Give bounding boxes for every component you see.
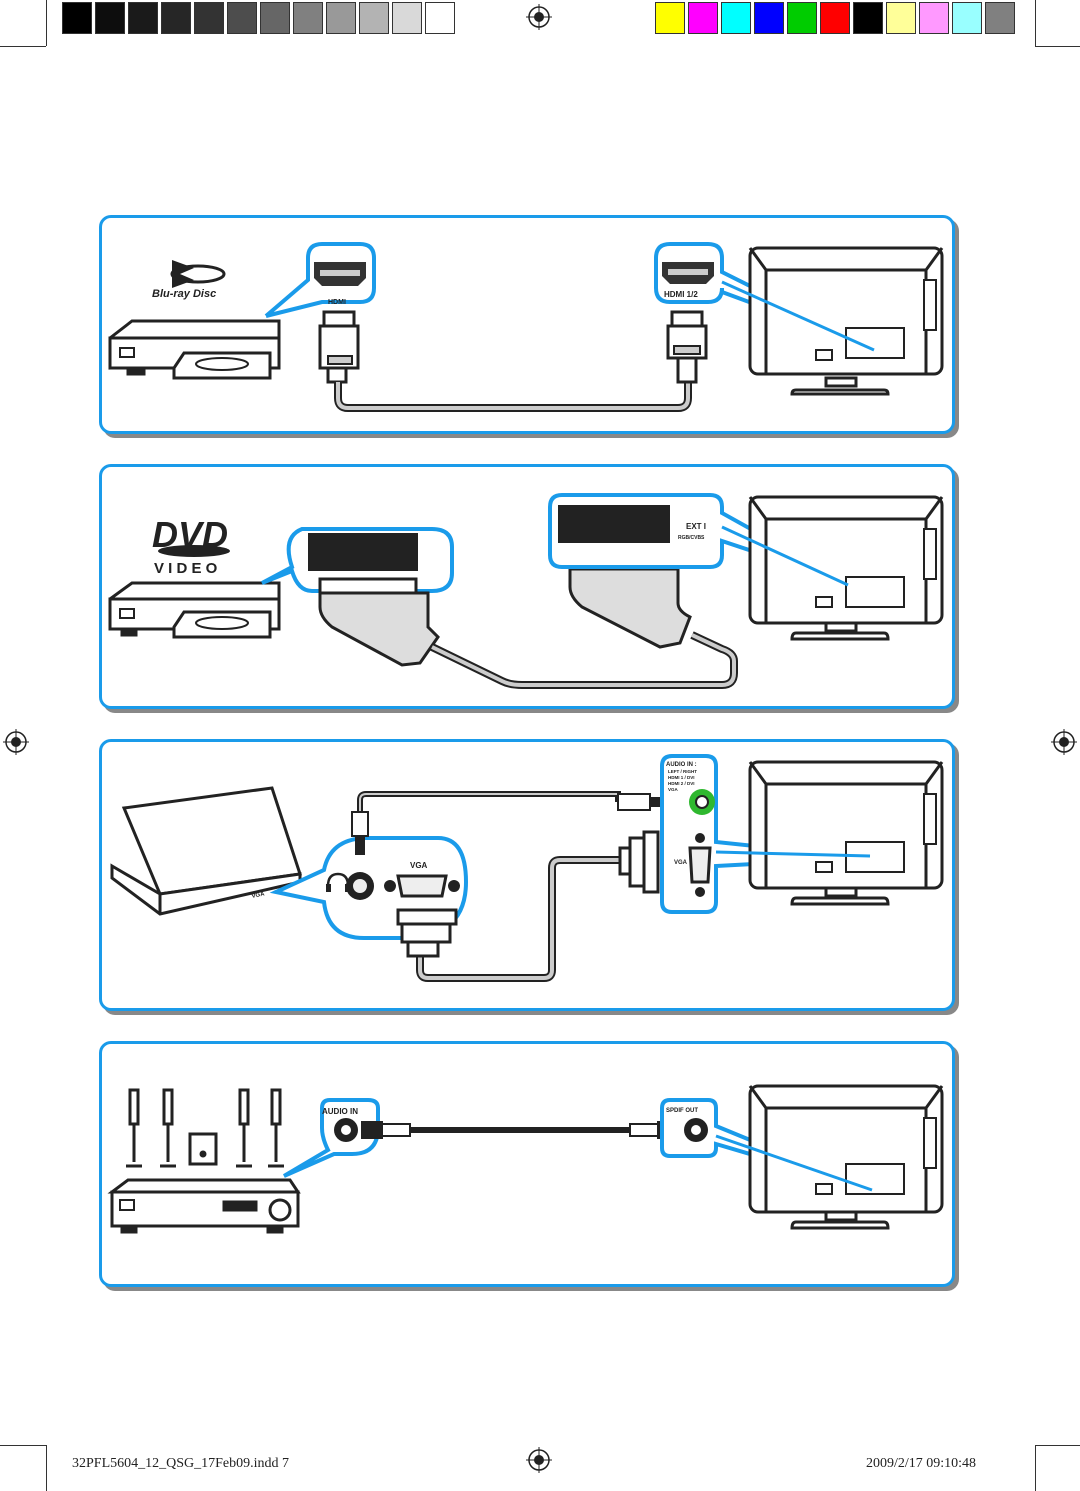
- tv-vga-port-icon: [688, 833, 712, 897]
- crop-mark: [1035, 46, 1080, 47]
- crop-mark: [1035, 0, 1036, 46]
- color-swatch: [95, 2, 125, 34]
- vga-plug-icon: [618, 830, 660, 894]
- scart-port-callout-icon: [261, 527, 454, 593]
- audio-in-sublabel: HDMI 1 / DVI: [668, 775, 695, 780]
- audio-in-callout-icon: [282, 1098, 380, 1178]
- pc-vga-panel: VGA VGA: [99, 739, 955, 1011]
- crop-mark: [1035, 1445, 1080, 1446]
- color-swatch: [886, 2, 916, 34]
- color-swatch: [293, 2, 323, 34]
- tv-rear-icon: [748, 1084, 944, 1230]
- tv-rear-icon: [748, 495, 944, 641]
- tv-hdmi-label: HDMI 1/2: [664, 290, 698, 299]
- tv-vga-label: VGA: [674, 860, 688, 866]
- color-swatch: [952, 2, 982, 34]
- tv-rear-icon: [748, 760, 944, 906]
- dvd-player-icon: [108, 581, 281, 639]
- vga-plug-icon: [396, 908, 458, 958]
- color-swatch: [62, 2, 92, 34]
- audio-plug-icon: [617, 793, 667, 811]
- crop-mark: [0, 46, 46, 47]
- bluray-hdmi-panel: Blu-ray Disc HDMI: [99, 215, 955, 434]
- bluray-player-icon: [108, 319, 281, 380]
- device-hdmi-label: HDMI: [328, 299, 346, 306]
- headphone-jack-icon: [346, 872, 374, 900]
- laptop-vga-label: VGA: [251, 891, 266, 900]
- color-swatch: [655, 2, 685, 34]
- speakers-icon: [126, 1088, 284, 1168]
- color-swatch: [392, 2, 422, 34]
- coax-plug-icon: [361, 1121, 411, 1139]
- color-swatch: [853, 2, 883, 34]
- audio-cable: [357, 791, 621, 838]
- crop-mark: [0, 1445, 46, 1446]
- audio-plug-icon: [351, 811, 369, 855]
- audio-in-jack-icon: [689, 789, 715, 815]
- color-swatch: [161, 2, 191, 34]
- laptop-icon: [110, 786, 302, 916]
- registration-mark-icon: [1051, 729, 1077, 755]
- color-swatch: [359, 2, 389, 34]
- color-swatch: [787, 2, 817, 34]
- audio-in-sublabel: VGA: [668, 787, 679, 792]
- audio-in-sublabel: LEFT / RIGHT: [668, 769, 697, 774]
- color-swatch: [985, 2, 1015, 34]
- footer-datetime: 2009/2/17 09:10:48: [866, 1456, 977, 1471]
- hdmi-cable: [334, 382, 692, 412]
- hdmi-port-callout-icon: [264, 242, 376, 318]
- tv-rear-icon: [748, 246, 944, 396]
- crop-mark: [1035, 1445, 1036, 1491]
- audio-in-label: AUDIO IN :: [666, 762, 697, 768]
- color-swatch: [194, 2, 224, 34]
- color-swatch: [128, 2, 158, 34]
- audio-in-sublabel: HDMI 2 / DVI: [668, 781, 695, 786]
- tv-scart-label: EXT I: [686, 522, 706, 531]
- crop-mark: [46, 0, 47, 46]
- dvd-logo-subtext: V I D E O: [154, 560, 218, 577]
- audio-in-label: AUDIO IN: [322, 1107, 358, 1116]
- color-swatch: [721, 2, 751, 34]
- av-receiver-icon: [107, 1178, 301, 1234]
- hdmi-plug-icon: [318, 310, 360, 384]
- footer-filename: 32PFL5604_12_QSG_17Feb09.indd 7: [72, 1456, 290, 1471]
- bluray-logo-icon: [170, 260, 226, 288]
- color-swatch: [425, 2, 455, 34]
- color-swatch: [326, 2, 356, 34]
- color-swatch: [688, 2, 718, 34]
- hometheater-spdif-panel: AUDIO IN SPDIF OUT: [99, 1041, 955, 1287]
- hdmi-plug-icon: [666, 310, 708, 384]
- vga-port-label: VGA: [410, 861, 428, 870]
- spdif-out-label: SPDIF OUT: [666, 1108, 698, 1114]
- registration-mark-icon: [526, 4, 552, 30]
- dvd-logo-icon: DVD: [152, 514, 230, 557]
- vga-port-icon: [384, 874, 460, 898]
- registration-mark-icon: [526, 1447, 552, 1473]
- dvd-scart-panel: DVD V I D E O: [99, 464, 955, 709]
- color-swatch: [260, 2, 290, 34]
- scart-cable: [430, 631, 738, 689]
- tv-scart-sublabel: RGB/CVBS: [678, 535, 705, 541]
- registration-mark-icon: [3, 729, 29, 755]
- color-swatch: [919, 2, 949, 34]
- color-swatch: [820, 2, 850, 34]
- scart-plug-icon: [318, 577, 440, 667]
- color-swatch: [754, 2, 784, 34]
- crop-mark: [46, 1445, 47, 1491]
- bluray-logo-text: Blu-ray Disc: [152, 288, 216, 300]
- color-swatch: [227, 2, 257, 34]
